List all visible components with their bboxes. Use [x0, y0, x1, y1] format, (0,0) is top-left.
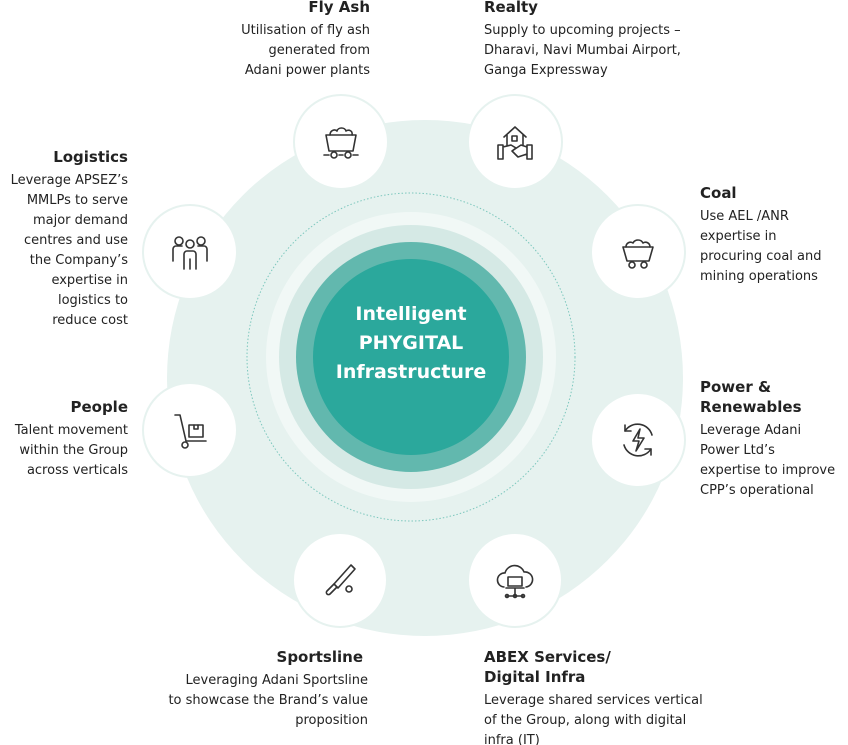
house-handshake-icon	[497, 126, 533, 160]
hand-truck-icon	[174, 414, 207, 449]
center-circle	[313, 259, 509, 455]
cloud-computer-icon	[496, 564, 534, 599]
mining-cart-icon	[622, 239, 654, 269]
coal-icon-circle	[590, 204, 686, 300]
realty-icon-circle	[467, 94, 563, 190]
people-icon-circle	[142, 382, 238, 478]
dotted-ring	[246, 192, 576, 522]
node-abex: ABEX Services/ Digital Infra Leverage sh…	[484, 648, 703, 745]
center-title: Intelligent PHYGITAL Infrastructure	[335, 303, 487, 383]
sportsline-icon-circle	[292, 532, 388, 628]
cricket-bat-icon	[325, 564, 356, 596]
people-group-icon	[172, 236, 208, 270]
renewable-energy-icon	[623, 423, 653, 457]
abex-icon-circle	[467, 532, 563, 628]
logistics-icon-circle	[142, 204, 238, 300]
coal-cart-icon	[323, 127, 359, 159]
fly-ash-icon-circle	[293, 94, 389, 190]
power-icon-circle	[590, 392, 686, 488]
node-realty: Realty Supply to upcoming projects –Dhar…	[484, 0, 681, 78]
